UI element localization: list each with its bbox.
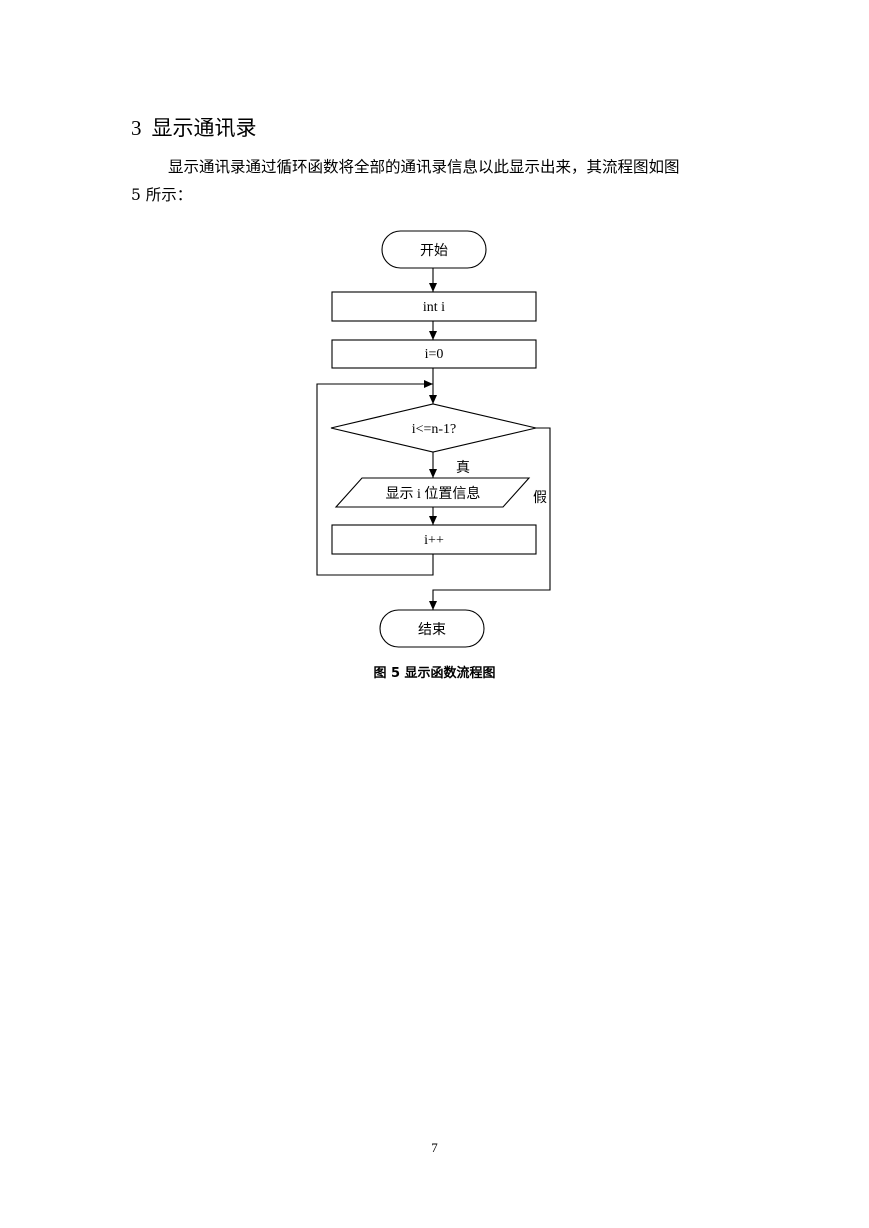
increment-label: i++: [424, 533, 444, 548]
flowchart: 开始 int i i=0 i<=n-1? 真 假 显示 i 位置信息 i++ 结…: [316, 230, 551, 648]
paragraph-line-2: 5 所示：: [131, 186, 193, 204]
true-label: 真: [456, 460, 470, 476]
false-label: 假: [533, 490, 547, 506]
declare-box: [331, 291, 537, 322]
start-label: 开始: [420, 243, 448, 259]
loop-back-line: [316, 380, 434, 576]
condition-label: i<=n-1?: [412, 422, 457, 437]
start-terminal: [381, 230, 487, 269]
init-box: [331, 339, 537, 369]
end-label: 结束: [418, 622, 446, 638]
section-heading: 3 显示通讯录: [131, 114, 257, 142]
section-title: 显示通讯录: [151, 116, 257, 140]
false-branch-line: [429, 427, 551, 610]
increment-box: [331, 524, 537, 555]
section-number: 3: [131, 116, 142, 140]
end-terminal: [379, 609, 485, 648]
output-parallelogram: [334, 477, 531, 508]
paragraph-line-1: 显示通讯录通过循环函数将全部的通讯录信息以此显示出来，其流程图如图: [168, 158, 680, 176]
page-number: 7: [431, 1140, 438, 1155]
output-label: 显示 i 位置信息: [386, 485, 481, 502]
body-paragraph: 显示通讯录通过循环函数将全部的通讯录信息以此显示出来，其流程图如图 5 所示：: [131, 153, 741, 209]
init-label: i=0: [425, 347, 444, 362]
figure-caption: 图 5 显示函数流程图: [373, 666, 496, 681]
declare-label: int i: [423, 300, 445, 315]
